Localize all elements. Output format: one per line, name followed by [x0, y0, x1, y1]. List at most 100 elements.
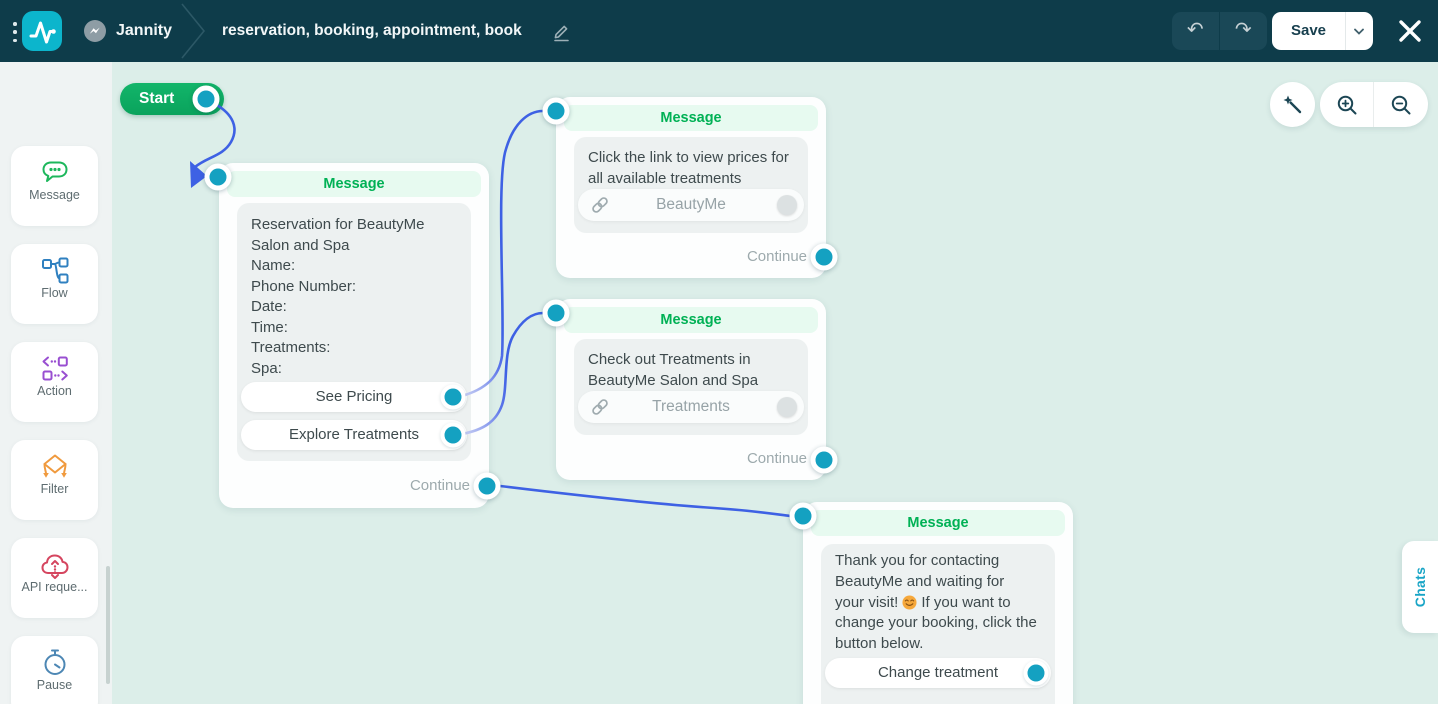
continue-label: Continue: [746, 450, 807, 467]
node-type-header: Message: [564, 307, 818, 333]
message-text-line: Check out Treatments in: [588, 351, 751, 368]
sidebar-item-label: Action: [37, 384, 72, 398]
node-type-header: Message: [564, 105, 818, 131]
flow-title[interactable]: reservation, booking, appointment, book: [222, 22, 522, 39]
sidebar-item-label: Filter: [40, 482, 69, 496]
output-port-see-pricing[interactable]: [440, 384, 466, 410]
kebab-menu-icon[interactable]: [9, 22, 21, 42]
top-bar: Jannity reservation, booking, appointmen…: [0, 0, 1438, 62]
text-after-emoji: If you want to: [921, 593, 1011, 611]
sidebar-scrollbar[interactable]: [106, 566, 110, 684]
message-text-line: Name:: [251, 257, 296, 274]
input-port-thanks[interactable]: [789, 502, 817, 530]
chats-tab-label: Chats: [1412, 566, 1428, 608]
message-node-treatments[interactable]: Message Check out Treatments in BeautyMe…: [556, 299, 826, 480]
sidebar-item-label: Flow: [41, 286, 68, 300]
chats-panel-tab[interactable]: Chats: [1402, 541, 1438, 633]
message-body: Thank you for contacting BeautyMe and wa…: [821, 544, 1055, 704]
filter-icon: [11, 451, 98, 482]
message-text-line: button below.: [835, 635, 924, 653]
zoom-in-icon: [1337, 95, 1356, 114]
undo-button[interactable]: ↶: [1172, 12, 1220, 50]
continue-output-port-pricing[interactable]: [810, 243, 838, 271]
zoom-out-button[interactable]: [1374, 82, 1428, 127]
disabled-output-port[interactable]: [777, 397, 797, 417]
quick-reply-button-explore-treatments[interactable]: Explore Treatments: [241, 420, 467, 450]
message-text-line: your visit! If you want to: [835, 593, 1041, 614]
magic-wand-icon: [1283, 95, 1301, 113]
sidebar-item-label: Message: [29, 188, 80, 202]
sidebar-item-flow[interactable]: Flow: [11, 244, 98, 324]
zoom-out-icon: [1391, 95, 1411, 114]
zoom-in-button[interactable]: [1320, 82, 1374, 127]
message-node-pricing[interactable]: Message Click the link to view prices fo…: [556, 97, 826, 278]
link-chain-icon: [592, 197, 608, 213]
input-port-pricing[interactable]: [542, 97, 570, 125]
close-button[interactable]: [1396, 17, 1424, 45]
message-text-line: Reservation for BeautyMe: [251, 216, 425, 233]
quick-reply-button-see-pricing[interactable]: See Pricing: [241, 382, 467, 412]
continue-label: Continue: [409, 477, 470, 494]
continue-output-port-treatments[interactable]: [810, 446, 838, 474]
message-body: Check out Treatments in BeautyMe Salon a…: [574, 339, 808, 435]
breadcrumb-separator: [181, 3, 206, 59]
input-port-reservation[interactable]: [204, 163, 232, 191]
quick-reply-button-change-treatment[interactable]: Change treatment: [825, 658, 1051, 688]
disabled-output-port[interactable]: [777, 195, 797, 215]
message-text-line: Spa:: [251, 359, 282, 377]
sidebar-item-action[interactable]: Action: [11, 342, 98, 422]
api-request-icon: [11, 549, 98, 580]
pause-clock-icon: [11, 647, 98, 678]
output-port-explore-treatments[interactable]: [440, 422, 466, 448]
redo-icon: ↷: [1234, 19, 1252, 41]
continue-label: Continue: [746, 248, 807, 265]
auto-arrange-button[interactable]: [1270, 82, 1315, 127]
chat-bubble-icon: [11, 157, 98, 188]
save-button[interactable]: Save: [1272, 12, 1346, 50]
flow-canvas[interactable]: Start Message Reservation for BeautyMe S…: [112, 62, 1438, 704]
sidebar-item-message[interactable]: Message: [11, 146, 98, 226]
sidebar-item-label: API reque...: [21, 580, 88, 594]
message-text-line: Salon and Spa: [251, 236, 350, 254]
message-text-line: Date:: [251, 298, 287, 315]
zoom-controls: [1320, 82, 1428, 127]
message-text-line: BeautyMe Salon and Spa: [588, 371, 759, 389]
messenger-channel-icon: [84, 20, 106, 42]
sidebar-item-label: Pause: [36, 678, 73, 692]
continue-output-port-reservation[interactable]: [473, 472, 501, 500]
flow-icon: [11, 255, 98, 286]
message-text-line: Click the link to view prices for: [588, 149, 789, 166]
message-text-line: Time:: [251, 318, 288, 336]
connection-continue-to-thanks: [498, 484, 792, 518]
node-palette-sidebar: Message Flow Action: [0, 62, 112, 704]
message-text-line: all available treatments: [588, 169, 742, 187]
sidebar-item-filter[interactable]: Filter: [11, 440, 98, 520]
start-output-port[interactable]: [192, 85, 220, 113]
redo-button[interactable]: ↷: [1220, 12, 1268, 50]
message-text-line: BeautyMe and waiting for: [835, 572, 1005, 590]
edit-pencil-icon[interactable]: [551, 22, 571, 42]
link-button[interactable]: BeautyMe: [578, 189, 804, 221]
message-text-line: Phone Number:: [251, 277, 357, 295]
smiling-face-emoji: [902, 595, 917, 611]
link-button-label: Treatments: [652, 398, 730, 415]
link-button-label: BeautyMe: [656, 196, 726, 213]
workspace-name: Jannity: [116, 22, 173, 39]
app-logo[interactable]: [22, 11, 62, 51]
message-text-line: Treatments:: [251, 339, 331, 356]
input-port-treatments[interactable]: [542, 299, 570, 327]
node-type-header: Message: [811, 510, 1065, 536]
pulse-icon: [29, 21, 56, 44]
action-icon: [11, 353, 98, 384]
save-split-button: Save: [1272, 12, 1373, 50]
message-node-reservation[interactable]: Message Reservation for BeautyMe Salon a…: [219, 163, 489, 508]
message-text-line: change your booking, click the: [835, 614, 1037, 632]
sidebar-item-api-request[interactable]: API reque...: [11, 538, 98, 618]
sidebar-item-pause[interactable]: Pause: [11, 636, 98, 704]
message-body: Click the link to view prices for all av…: [574, 137, 808, 233]
output-port-change-treatment[interactable]: [1023, 660, 1049, 686]
message-text-line: Thank you for contacting: [835, 552, 1000, 569]
save-options-button[interactable]: [1346, 12, 1372, 50]
link-button[interactable]: Treatments: [578, 391, 804, 423]
history-group: ↶ ↷: [1172, 12, 1267, 50]
